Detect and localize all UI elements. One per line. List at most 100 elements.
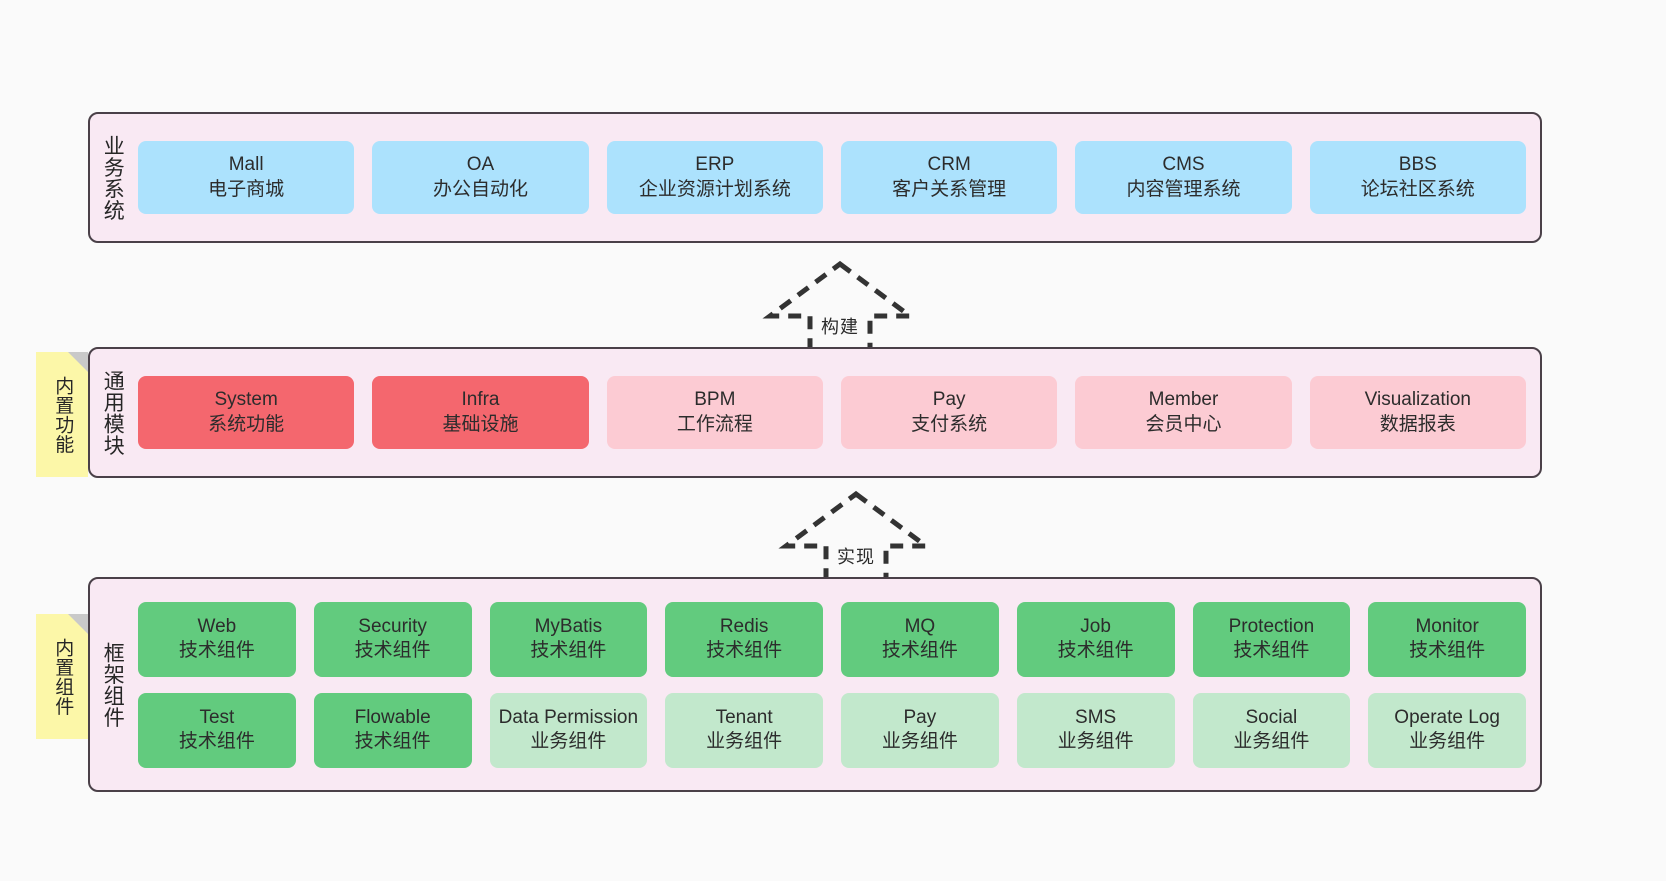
- node-pay-component[interactable]: Pay 业务组件: [841, 692, 999, 768]
- node-social[interactable]: Social 业务组件: [1192, 692, 1351, 768]
- node-job[interactable]: Job 技术组件: [1016, 601, 1175, 677]
- node-label-en: Mall: [228, 154, 264, 176]
- node-label-en: OA: [466, 154, 495, 176]
- node-label-cn: 会员中心: [1145, 413, 1222, 435]
- node-label-cn: 客户关系管理: [892, 178, 1007, 200]
- node-bbs[interactable]: BBS 论坛社区系统: [1309, 141, 1526, 214]
- node-label-en: Visualization: [1364, 389, 1471, 411]
- node-label-cn: 内容管理系统: [1126, 178, 1241, 200]
- node-flowable[interactable]: Flowable 技术组件: [313, 692, 472, 768]
- node-label-en: Job: [1080, 615, 1111, 637]
- node-system[interactable]: System 系统功能: [138, 376, 355, 449]
- node-label-en: Flowable: [354, 706, 431, 728]
- node-oa[interactable]: OA 办公自动化: [372, 141, 589, 214]
- node-label-cn: 技术组件: [1057, 640, 1134, 661]
- node-label-en: Tenant: [715, 706, 773, 728]
- node-label-cn: 技术组件: [1409, 640, 1486, 661]
- node-label-cn: 企业资源计划系统: [638, 178, 791, 200]
- node-label-en: Social: [1245, 706, 1298, 728]
- layer-row: Test 技术组件 Flowable 技术组件 Data Permission …: [138, 692, 1526, 768]
- node-sms[interactable]: SMS 业务组件: [1016, 692, 1175, 768]
- layer-title-common-modules: 通用模块: [101, 369, 125, 456]
- node-operate-log[interactable]: Operate Log 业务组件: [1368, 692, 1526, 768]
- node-label-en: MQ: [904, 615, 936, 637]
- layer-body-business-system: Mall 电子商城 OA 办公自动化 ERP 企业资源计划系统 CRM 客户关系…: [134, 114, 1540, 241]
- node-label-en: SMS: [1075, 706, 1117, 728]
- layer-framework-components: 框架组件 Web 技术组件 Security 技术组件 MyBatis 技术组件…: [88, 577, 1542, 792]
- node-label-en: System: [214, 389, 278, 411]
- node-label-cn: 业务组件: [530, 731, 607, 752]
- node-label-en: Security: [358, 615, 427, 637]
- connector-build: 构建: [760, 258, 920, 353]
- node-label-en: BBS: [1398, 154, 1437, 176]
- layer-row: Mall 电子商城 OA 办公自动化 ERP 企业资源计划系统 CRM 客户关系…: [138, 141, 1526, 214]
- node-bpm[interactable]: BPM 工作流程: [606, 376, 823, 449]
- node-test[interactable]: Test 技术组件: [138, 692, 296, 768]
- node-label-cn: 技术组件: [1233, 640, 1310, 661]
- node-crm[interactable]: CRM 客户关系管理: [840, 141, 1058, 214]
- node-member[interactable]: Member 会员中心: [1075, 376, 1292, 449]
- node-redis[interactable]: Redis 技术组件: [665, 601, 823, 677]
- node-label-cn: 支付系统: [911, 413, 988, 435]
- node-web[interactable]: Web 技术组件: [138, 601, 296, 677]
- layer-title-framework-components: 框架组件: [101, 641, 125, 728]
- node-label-en: Member: [1148, 389, 1219, 411]
- node-mybatis[interactable]: MyBatis 技术组件: [489, 601, 648, 677]
- layer-row: Web 技术组件 Security 技术组件 MyBatis 技术组件 Redi…: [138, 601, 1526, 677]
- note-builtin-functions: 内置功能: [36, 352, 88, 477]
- node-security[interactable]: Security 技术组件: [313, 601, 472, 677]
- node-label-en: Data Permission: [498, 706, 639, 728]
- node-pay-module[interactable]: Pay 支付系统: [840, 376, 1058, 449]
- node-label-en: Web: [197, 615, 237, 637]
- up-arrow-icon: [778, 490, 934, 583]
- node-label-cn: 技术组件: [881, 640, 958, 661]
- node-data-permission[interactable]: Data Permission 业务组件: [489, 692, 648, 768]
- node-protection[interactable]: Protection 技术组件: [1192, 601, 1351, 677]
- layer-title-business-system: 业务系统: [101, 134, 125, 221]
- layer-common-modules: 通用模块 System 系统功能 Infra 基础设施 BPM 工作流程 Pay…: [88, 347, 1542, 478]
- node-label-cn: 技术组件: [354, 640, 431, 661]
- node-label-en: BPM: [694, 389, 736, 411]
- connector-label-build: 构建: [821, 317, 859, 337]
- node-label-en: ERP: [695, 154, 735, 176]
- layer-row: System 系统功能 Infra 基础设施 BPM 工作流程 Pay 支付系统…: [138, 376, 1526, 449]
- node-infra[interactable]: Infra 基础设施: [372, 376, 589, 449]
- node-tenant[interactable]: Tenant 业务组件: [665, 692, 823, 768]
- node-label-en: Monitor: [1415, 615, 1479, 637]
- node-cms[interactable]: CMS 内容管理系统: [1075, 141, 1292, 214]
- layer-body-common-modules: System 系统功能 Infra 基础设施 BPM 工作流程 Pay 支付系统…: [134, 349, 1540, 476]
- node-label-cn: 技术组件: [354, 731, 431, 752]
- node-label-cn: 数据报表: [1379, 413, 1456, 435]
- node-visualization[interactable]: Visualization 数据报表: [1309, 376, 1526, 449]
- connector-realize: 实现: [776, 488, 936, 583]
- node-mq[interactable]: MQ 技术组件: [841, 601, 999, 677]
- node-label-en: Protection: [1228, 615, 1315, 637]
- node-label-cn: 业务组件: [1057, 731, 1134, 752]
- node-label-en: Infra: [461, 389, 500, 411]
- node-label-cn: 系统功能: [208, 413, 285, 435]
- node-monitor[interactable]: Monitor 技术组件: [1368, 601, 1526, 677]
- node-label-en: Test: [199, 706, 235, 728]
- layer-business-system: 业务系统 Mall 电子商城 OA 办公自动化 ERP 企业资源计划系统 CRM…: [88, 112, 1542, 243]
- node-label-cn: 基础设施: [442, 413, 519, 435]
- node-label-cn: 技术组件: [178, 640, 255, 661]
- node-label-cn: 办公自动化: [432, 178, 528, 200]
- node-label-en: CRM: [927, 154, 971, 176]
- node-mall[interactable]: Mall 电子商城: [138, 141, 355, 214]
- node-label-en: MyBatis: [534, 615, 603, 637]
- node-label-en: Pay: [903, 706, 937, 728]
- node-label-cn: 业务组件: [1409, 731, 1486, 752]
- node-label-cn: 技术组件: [530, 640, 607, 661]
- node-label-cn: 技术组件: [178, 731, 255, 752]
- node-label-cn: 论坛社区系统: [1360, 178, 1475, 200]
- up-arrow-icon: [762, 260, 918, 353]
- layer-body-framework-components: Web 技术组件 Security 技术组件 MyBatis 技术组件 Redi…: [134, 579, 1540, 790]
- node-label-en: Pay: [932, 389, 966, 411]
- node-label-cn: 业务组件: [1233, 731, 1310, 752]
- node-label-en: Operate Log: [1394, 706, 1500, 728]
- note-builtin-components: 内置组件: [36, 614, 88, 739]
- node-label-en: CMS: [1162, 154, 1205, 176]
- node-erp[interactable]: ERP 企业资源计划系统: [606, 141, 823, 214]
- connector-label-realize: 实现: [837, 547, 875, 567]
- node-label-cn: 工作流程: [676, 413, 753, 435]
